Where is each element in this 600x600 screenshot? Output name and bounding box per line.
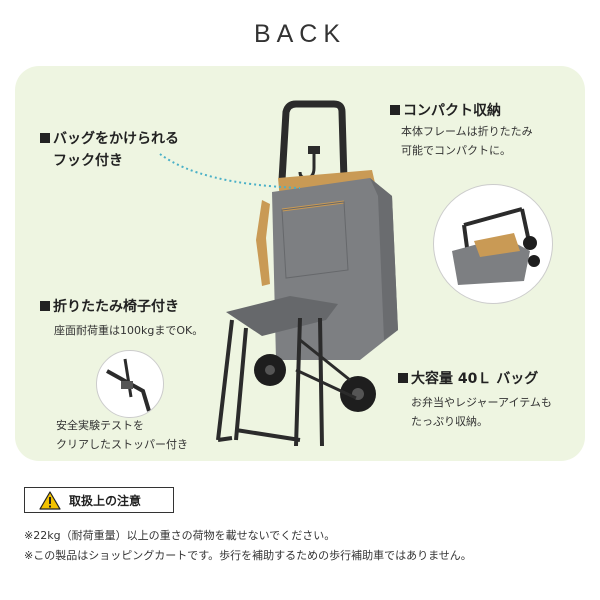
hook-icon: [298, 150, 316, 180]
hook-callout-line: [159, 153, 301, 189]
bullet-square-icon: [40, 133, 50, 143]
chair-feature-text: 座面耐荷重は100kgまでOK。: [54, 324, 204, 337]
compact-feature-title: コンパクト収納: [390, 100, 501, 122]
capacity-feature-title: 大容量 40Ｌ バッグ: [398, 368, 538, 390]
caution-label: 取扱上の注意: [69, 494, 142, 508]
chair-seat: [226, 296, 338, 336]
folded-cart-image: [433, 184, 553, 304]
safety-feature-text: 安全実験テストを クリアしたストッパー付き: [56, 419, 188, 451]
warning-triangle-icon: [39, 491, 61, 510]
cart-handle: [278, 100, 348, 181]
bullet-square-icon: [398, 373, 408, 383]
bullet-square-icon: [390, 105, 400, 115]
caution-note-1: ※22kg（耐荷重量）以上の重さの荷物を載せないでください。: [24, 529, 336, 542]
caution-note-2: ※この製品はショッピングカートです。歩行を補助するための歩行補助車ではありません…: [24, 549, 472, 562]
page-title: BACK: [253, 20, 347, 48]
hook-feature-title: バッグをかけられる フック付き: [40, 128, 179, 172]
capacity-feature-text: お弁当やレジャーアイテムも たっぷり収納。: [411, 396, 552, 428]
chair-feature-title: 折りたたみ椅子付き: [40, 296, 179, 318]
caution-label-box: 取扱上の注意: [24, 487, 174, 513]
stopper-image: [96, 350, 164, 418]
bullet-square-icon: [40, 301, 50, 311]
compact-feature-text: 本体フレームは折りたたみ 可能でコンパクトに。: [401, 125, 533, 157]
